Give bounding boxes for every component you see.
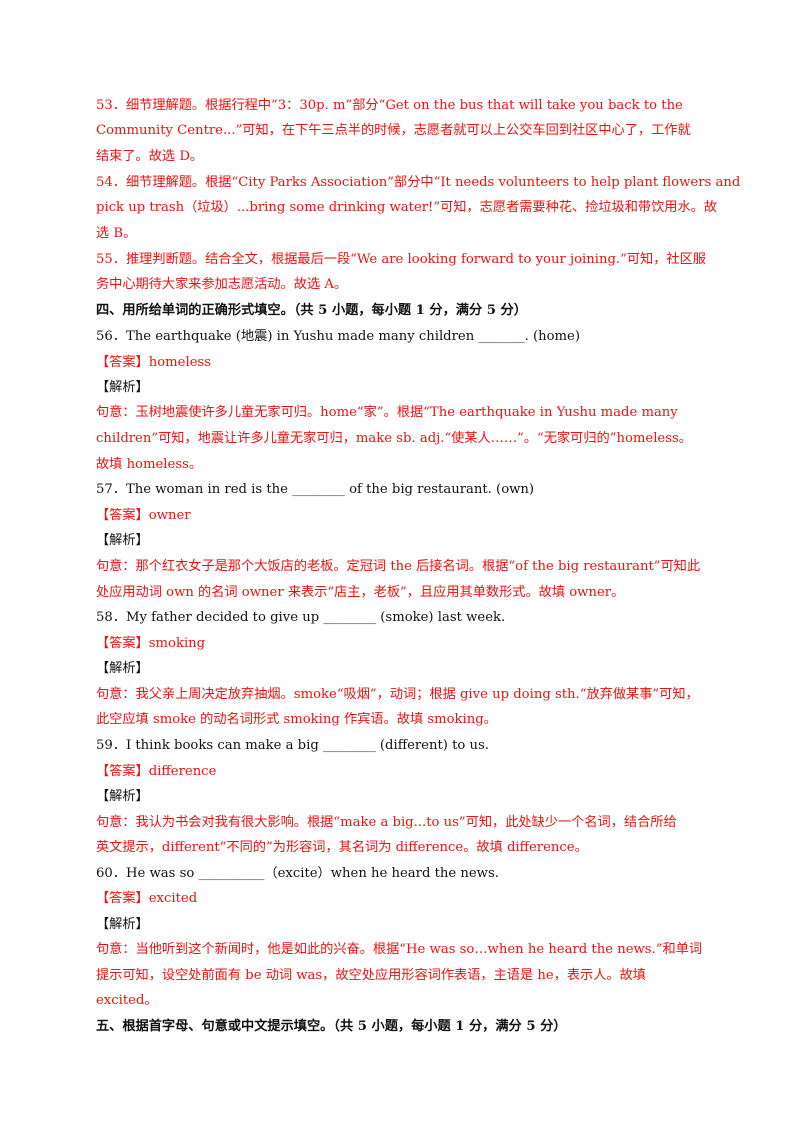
text-line: 58．My father decided to give up ________… [96, 610, 506, 625]
text-line: 【答案】homeless [96, 355, 212, 370]
text-line: 56．The earthquake (地震) in Yushu made man… [96, 329, 580, 344]
text-line: 处应用动词 own 的名词 owner 来表示“店主，老板”，且应用其单数形式。… [96, 585, 625, 600]
text-line: 54．细节理解题。根据“City Parks Association”部分中“I… [96, 175, 741, 190]
text-line: 【解析】 [96, 533, 149, 548]
text-line: 【答案】owner [96, 508, 191, 523]
text-line: 【解析】 [96, 661, 149, 676]
text-line: 55．推理判断题。结合全文，根据最后一段“We are looking forw… [96, 252, 706, 267]
text-line: 结束了。故选 D。 [96, 149, 204, 164]
text-line: 句意：那个红衣女子是那个大饭店的老板。定冠词 the 后接名词。根据“of th… [96, 559, 701, 574]
text-line: excited。 [96, 993, 158, 1008]
text-line: 故填 homeless。 [96, 457, 203, 472]
text-line: 句意：我父亲上周决定放弃抽烟。smoke“吸烟”，动词；根据 give up d… [96, 687, 699, 702]
text-line: 60．He was so __________（excite）when he h… [96, 866, 499, 881]
text-line: 句意：玉树地震使许多儿童无家可归。home“家”。根据“The earthqua… [96, 405, 678, 420]
text-line: 句意：当他听到这个新闻时，他是如此的兴奋。根据“He was so…when h… [96, 942, 703, 957]
text-line: 五、根据首字母、句意或中文提示填空。（共 5 小题，每小题 1 分，满分 5 分… [96, 1019, 567, 1034]
text-line: 59．I think books can make a big ________… [96, 738, 490, 753]
text-line: 【答案】difference [96, 764, 217, 779]
text-line: 53．细节理解题。根据行程中“3：30p. m”部分“Get on the bu… [96, 98, 683, 113]
text-line: 57．The woman in red is the ________ of t… [96, 482, 535, 497]
text-line: 【解析】 [96, 380, 149, 395]
text-line: 此空应填 smoke 的动名词形式 smoking 作宾语。故填 smoking… [96, 712, 497, 727]
text-line: pick up trash（垃圾）...bring some drinking … [96, 200, 718, 215]
text-line: 【解析】 [96, 917, 149, 932]
text-line: 务中心期待大家来参加志愿活动。故选 A。 [96, 277, 348, 292]
text-line: 【解析】 [96, 789, 149, 804]
text-line: 【答案】excited [96, 891, 198, 906]
text-line: 英文提示，different“不同的”为形容词，其名词为 difference。… [96, 840, 588, 855]
text-line: children”可知，地震让许多儿童无家可归，make sb. adj.“使某… [96, 431, 692, 446]
text-line: 句意：我认为书会对我有很大影响。根据“make a big...to us”可知… [96, 815, 677, 830]
text-line: 【答案】smoking [96, 636, 206, 651]
text-line: 提示可知，设空处前面有 be 动词 was，故空处应用形容词作表语，主语是 he… [96, 968, 646, 983]
text-line: Community Centre...”可知，在下午三点半的时候，志愿者就可以上… [96, 123, 691, 138]
text-line: 选 B。 [96, 226, 137, 241]
text-line: 四、用所给单词的正确形式填空。（共 5 小题，每小题 1 分，满分 5 分） [96, 303, 527, 318]
